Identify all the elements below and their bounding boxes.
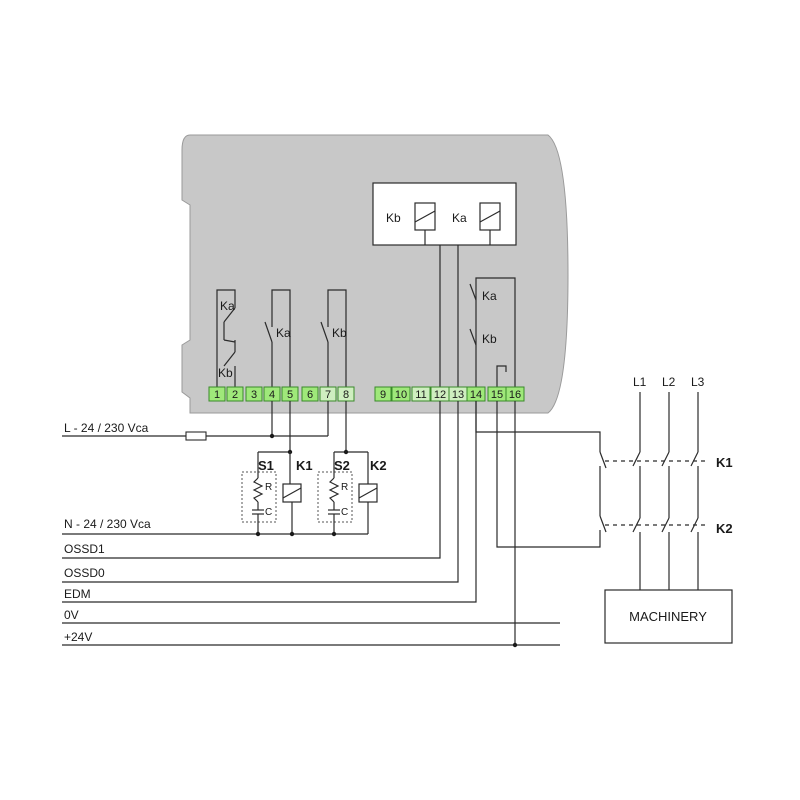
- main-contactor-k1-label: K1: [716, 455, 733, 470]
- suppressor-s2-box: [317, 471, 353, 523]
- signal-ossd1-label: OSSD1: [64, 542, 105, 556]
- fuse-symbol: [185, 431, 207, 441]
- terminal-15-label: 15: [491, 389, 503, 401]
- machinery-box: [604, 589, 733, 644]
- terminal-9: [374, 386, 392, 402]
- suppressor-s2-c: C: [341, 507, 348, 518]
- terminal-12-label: 12: [434, 389, 446, 401]
- signal-24v-label: +24V: [64, 630, 92, 644]
- terminal-7-label: 7: [325, 389, 331, 401]
- terminal-11-label: 11: [415, 389, 426, 401]
- contact-kb-edm-label: Kb: [482, 332, 497, 346]
- supply-live-label: L - 24 / 230 Vca: [64, 421, 149, 435]
- terminal-6-label: 6: [307, 389, 313, 401]
- terminal-9-label: 9: [380, 389, 386, 401]
- contact-kb-nc-label: Kb: [218, 366, 233, 380]
- terminal-2: [226, 386, 244, 402]
- terminal-11: [411, 386, 431, 402]
- terminal-14-label: 14: [470, 389, 482, 401]
- coil-ka-label: Ka: [452, 211, 467, 225]
- terminal-10: [391, 386, 411, 402]
- suppressor-s1-c: C: [265, 507, 272, 518]
- suppressor-s2-label: S2: [334, 458, 350, 473]
- phase-l2-label: L2: [662, 375, 676, 389]
- machinery-label: MACHINERY: [629, 609, 707, 624]
- terminal-10-label: 10: [395, 389, 407, 401]
- terminal-4-label: 4: [269, 389, 275, 401]
- phase-lines: [632, 392, 699, 590]
- terminal-1: [208, 386, 226, 402]
- phase-l1-label: L1: [633, 375, 647, 389]
- terminal-1-label: 1: [214, 389, 220, 401]
- signal-edm-label: EDM: [64, 587, 91, 601]
- suppressor-s1-r: R: [265, 482, 272, 493]
- coil-kb-label: Kb: [386, 211, 401, 225]
- contactor-k1-coil-label: K1: [296, 458, 313, 473]
- terminal-3: [245, 386, 263, 402]
- contact-ka-no-label: Ka: [276, 326, 291, 340]
- terminal-16-label: 16: [509, 389, 521, 401]
- suppressor-s2-r: R: [341, 482, 348, 493]
- terminal-5-label: 5: [287, 389, 293, 401]
- supply-neutral-label: N - 24 / 230 Vca: [64, 517, 151, 531]
- suppressor-s1-box: [241, 471, 277, 523]
- terminal-6: [301, 386, 319, 402]
- contact-ka-nc-label: Ka: [220, 299, 235, 313]
- terminal-2-label: 2: [232, 389, 238, 401]
- signal-0v-label: 0V: [64, 608, 79, 622]
- phase-l3-label: L3: [691, 375, 705, 389]
- suppressor-s1-label: S1: [258, 458, 274, 473]
- signal-ossd0-label: OSSD0: [64, 566, 105, 580]
- terminal-8-label: 8: [343, 389, 349, 401]
- terminal-13-label: 13: [452, 389, 464, 401]
- contact-ka-edm-label: Ka: [482, 289, 497, 303]
- terminal-3-label: 3: [251, 389, 257, 401]
- main-contactor-k2-label: K2: [716, 521, 733, 536]
- contact-kb-no-label: Kb: [332, 326, 347, 340]
- contactor-k2-coil-label: K2: [370, 458, 387, 473]
- relay-housing: [181, 134, 569, 414]
